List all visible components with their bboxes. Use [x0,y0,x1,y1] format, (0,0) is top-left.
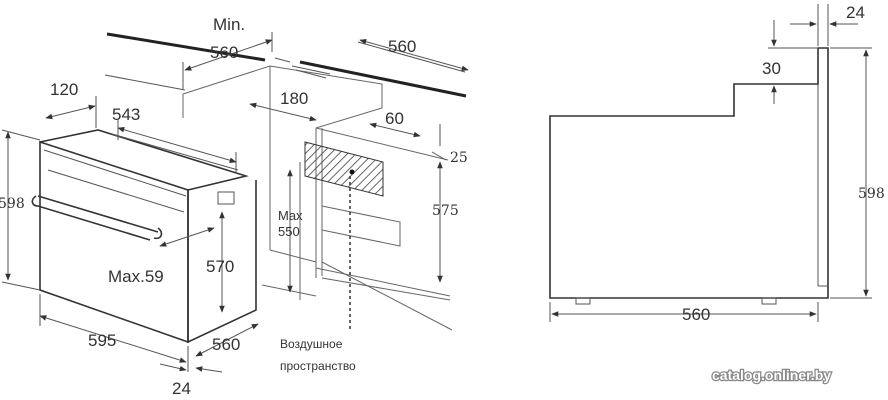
dim-560-side: 560 [549,302,819,324]
dim-max-550: Max 550 [278,169,306,293]
dim-label-570: 570 [206,257,234,276]
side-view: 24 30 598 560 [549,3,885,324]
dim-label-560-left: 560 [210,43,238,62]
dim-120: 120 [45,80,97,128]
dim-label-24-bottom: 24 [172,379,191,398]
dim-560-right: 560 [359,37,469,72]
countertop-edge-right [299,60,467,98]
dim-30: 30 [762,20,818,104]
dim-595: 595 [39,294,189,372]
dim-label-560-right: 560 [388,37,416,56]
dim-560-bottom: 560 [195,323,259,357]
dim-max-59: Max.59 [108,227,215,286]
dim-label-min: Min. [213,15,245,34]
watermark: catalog.onliner.by [712,367,831,383]
dim-label-560-side: 560 [682,305,710,324]
dim-label-598-right: 598 [858,186,885,202]
dim-label-max-550: Max 550 [278,208,306,239]
dim-24-bottom: 24 [159,363,223,398]
dim-min-560-left: Min. 560 [182,15,273,90]
dim-60: 60 [369,109,441,146]
dim-label-max-59: Max.59 [108,267,164,286]
dim-25: 25 [431,150,468,166]
dim-180: 180 [249,89,317,122]
dim-label-595: 595 [88,331,116,350]
dim-label-25: 25 [450,150,468,166]
cabinet-niche [182,65,453,331]
dim-label-543: 543 [112,105,140,124]
air-space-note: Воздушное пространство [280,337,356,373]
dim-label-30: 30 [762,59,781,78]
dim-label-120: 120 [50,80,78,99]
dim-24-top: 24 [790,3,865,46]
dim-598-left: 598 [0,129,41,291]
vent-area [304,141,384,197]
dim-label-180: 180 [280,89,308,108]
dim-label-24-top: 24 [846,3,865,22]
dim-label-560-bottom: 560 [212,335,240,354]
dim-570: 570 [206,211,234,313]
isometric-view: Min. 560 560 120 543 180 [0,15,469,398]
dim-label-575: 575 [432,203,459,219]
dim-543: 543 [112,105,237,172]
countertop-edge-left [106,32,266,62]
dim-575: 575 [432,161,459,283]
dim-label-60: 60 [385,109,404,128]
dim-598-right: 598 [830,47,885,299]
dim-label-598-left: 598 [0,196,25,212]
